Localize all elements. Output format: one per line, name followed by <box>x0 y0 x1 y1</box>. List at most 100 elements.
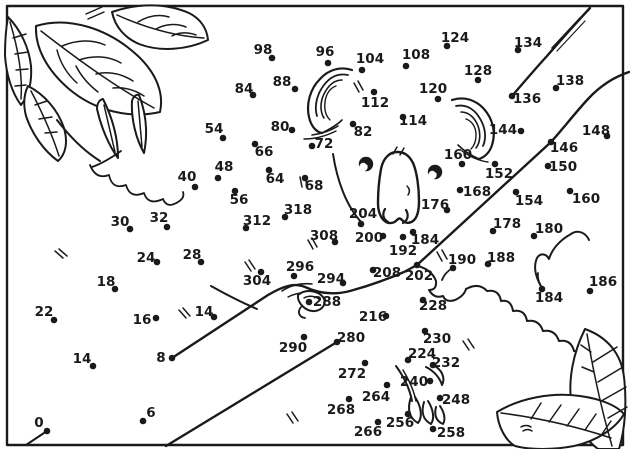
dot-label-98: 98 <box>254 42 273 58</box>
koala-left-nostril <box>382 207 390 224</box>
dot-180 <box>530 232 538 240</box>
dot-248 <box>436 394 444 402</box>
dot-label-288: 288 <box>313 294 341 310</box>
dot-label-268: 268 <box>327 402 355 418</box>
dot-184 <box>538 285 546 293</box>
dot-30 <box>126 225 134 233</box>
dot-318 <box>281 213 289 221</box>
dot-154 <box>512 188 520 196</box>
dot-label-104: 104 <box>356 51 384 67</box>
dot-204 <box>357 220 365 228</box>
dot-48 <box>214 174 222 182</box>
dot-label-296: 296 <box>286 259 314 275</box>
dot-14 <box>210 313 218 321</box>
dot-label-134: 134 <box>514 35 542 51</box>
dot-120 <box>434 95 442 103</box>
branch-lower-edge <box>164 340 339 448</box>
dot-label-256: 256 <box>386 415 414 431</box>
dot-68 <box>301 174 309 182</box>
page-border <box>5 4 625 447</box>
dot-40 <box>191 183 199 191</box>
dot-98 <box>268 54 276 62</box>
dot-88 <box>291 85 299 93</box>
dot-label-30: 30 <box>111 214 130 230</box>
dot-6 <box>139 417 147 425</box>
dot-24 <box>153 258 161 266</box>
dot-28 <box>197 258 205 266</box>
dot-54 <box>219 134 227 142</box>
dot-label-228: 228 <box>419 298 447 314</box>
dot-80 <box>288 126 296 134</box>
koala-nose <box>376 150 421 225</box>
dot-label-136: 136 <box>513 91 541 107</box>
dot-18 <box>111 285 119 293</box>
dot-84 <box>249 91 257 99</box>
dot-label-8: 8 <box>156 350 165 366</box>
dot-186 <box>586 287 594 295</box>
dot-label-304: 304 <box>243 273 271 289</box>
dot-label-82: 82 <box>354 124 373 140</box>
dot-label-258: 258 <box>437 425 465 441</box>
dot-label-68: 68 <box>305 178 324 194</box>
dot-label-72: 72 <box>315 136 334 152</box>
dot-label-160: 160 <box>572 191 600 207</box>
dot-label-294: 294 <box>317 271 345 287</box>
dot-114 <box>399 113 407 121</box>
dot-label-264: 264 <box>362 389 390 405</box>
koala-right-eye <box>427 164 443 180</box>
dot-96 <box>324 59 332 67</box>
dot-134 <box>514 46 522 54</box>
dot-258 <box>429 425 437 433</box>
dot-label-18: 18 <box>97 274 116 290</box>
dot-label-202: 202 <box>405 268 433 284</box>
dot-82 <box>349 120 357 128</box>
dot-label-150: 150 <box>549 159 577 175</box>
dot-136 <box>508 92 516 100</box>
dot-256 <box>404 410 412 418</box>
dot-label-14: 14 <box>73 351 92 367</box>
dot-label-128: 128 <box>464 63 492 79</box>
dot-label-272: 272 <box>338 366 366 382</box>
dot-label-308: 308 <box>310 228 338 244</box>
dot-label-186: 186 <box>589 274 617 290</box>
dot-label-204: 204 <box>349 206 377 222</box>
dot-label-112: 112 <box>361 95 389 111</box>
dot-8 <box>168 354 176 362</box>
koala-face <box>332 146 443 225</box>
dot-label-16: 16 <box>133 312 152 328</box>
dot-label-120: 120 <box>419 81 447 97</box>
dot-label-144: 144 <box>489 122 517 138</box>
dot-16 <box>152 314 160 322</box>
dot-228 <box>419 296 427 304</box>
dot-label-188: 188 <box>487 250 515 266</box>
dot-124 <box>443 42 451 50</box>
dot-312 <box>242 224 250 232</box>
dot-label-312: 312 <box>243 213 271 229</box>
leaf-cluster-top-left <box>4 4 209 168</box>
dot-290 <box>300 333 308 341</box>
dot-label-224: 224 <box>408 346 436 362</box>
koala-cheek-line <box>332 153 363 224</box>
dot-label-184: 184 <box>411 232 439 248</box>
dot-150 <box>544 162 552 170</box>
fur-scallop-left <box>89 164 185 206</box>
dot-label-80: 80 <box>271 119 290 135</box>
dot-label-14: 14 <box>195 304 214 320</box>
dot-144 <box>517 127 525 135</box>
dot-128 <box>474 76 482 84</box>
dot-label-240: 240 <box>400 374 428 390</box>
dot-138 <box>552 84 560 92</box>
dot-label-54: 54 <box>205 121 224 137</box>
dot-64 <box>265 166 273 174</box>
dot-176 <box>443 206 451 214</box>
dot-label-108: 108 <box>402 47 430 63</box>
dot-label-318: 318 <box>284 202 312 218</box>
dot-184 <box>409 228 417 236</box>
dot-label-40: 40 <box>178 169 197 185</box>
dot-label-168: 168 <box>463 184 491 200</box>
dot-192 <box>399 233 407 241</box>
dot-label-48: 48 <box>215 159 234 175</box>
dot-112 <box>370 88 378 96</box>
